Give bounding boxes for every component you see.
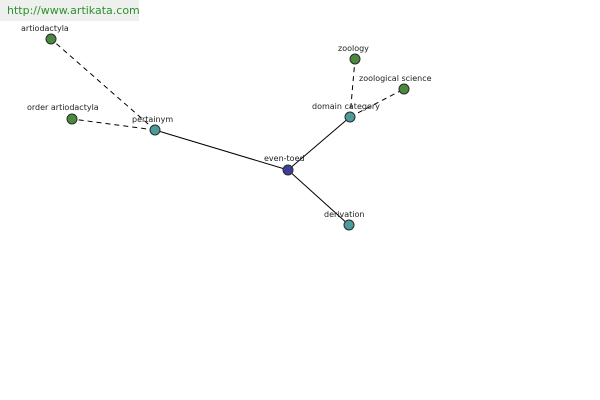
node-zoological-science[interactable] <box>398 83 410 95</box>
node-artiodactyla[interactable] <box>45 33 57 45</box>
edge-even-toed-to-domain-category <box>287 116 351 171</box>
edge-domain-category-to-zoological-science <box>349 88 405 118</box>
graph-labels: even-toed pertainym domain category derivat… <box>21 24 432 219</box>
node-domain-category[interactable] <box>344 111 356 123</box>
node-label-derivation[interactable]: derivation <box>324 210 364 219</box>
node-label-order-artiodactyla[interactable]: order artiodactyla <box>27 103 99 112</box>
node-label-zoology[interactable]: zoology <box>338 44 369 53</box>
node-derivation[interactable] <box>343 219 355 231</box>
node-zoology[interactable] <box>349 53 361 65</box>
edge-domain-category-to-zoology <box>349 58 356 118</box>
edge-even-toed-to-pertainym <box>154 129 289 171</box>
node-label-zoological-science[interactable]: zoological science <box>359 74 432 83</box>
graph-nodes <box>45 33 410 231</box>
node-label-pertainym[interactable]: pertainym <box>132 115 173 124</box>
edge-even-toed-to-derivation <box>287 169 350 226</box>
watermark-url: http://www.artikata.com <box>0 0 140 21</box>
node-label-artiodactyla[interactable]: artiodactyla <box>21 24 69 33</box>
node-even-toed[interactable] <box>282 164 294 176</box>
node-label-even-toed[interactable]: even-toed <box>264 154 305 163</box>
graph-edges <box>50 38 405 226</box>
node-pertainym[interactable] <box>149 124 161 136</box>
edge-pertainym-to-order-artiodactyla <box>71 118 156 131</box>
node-order-artiodactyla[interactable] <box>66 113 78 125</box>
node-label-domain-category[interactable]: domain category <box>312 102 380 111</box>
